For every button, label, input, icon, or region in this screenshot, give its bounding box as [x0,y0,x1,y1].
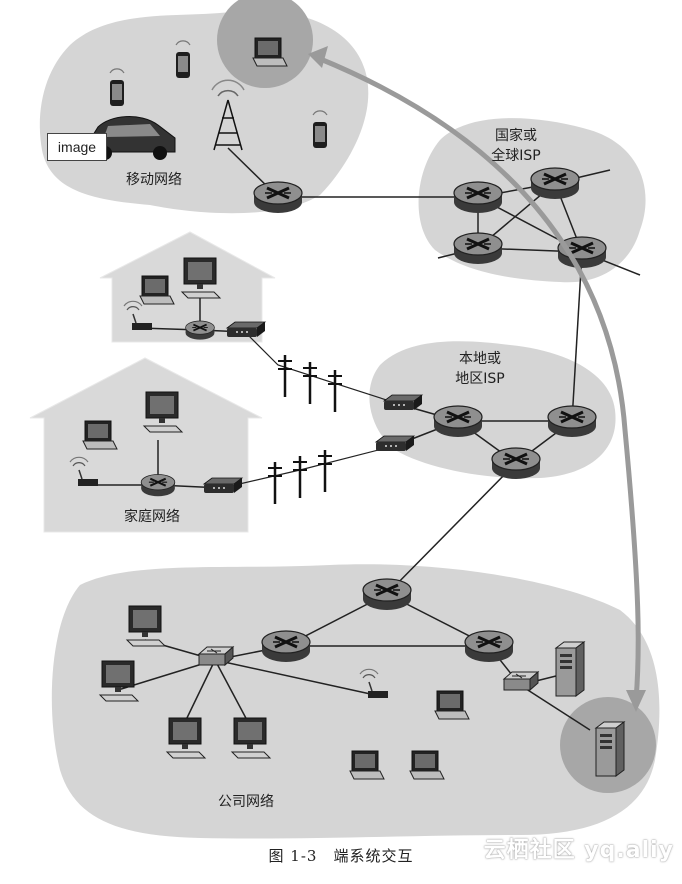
server-icon [555,641,585,697]
router-icon [184,320,216,341]
desktop-icon [143,391,183,433]
utility-pole-icon [276,353,294,399]
modem-icon [203,477,243,494]
local-isp-cloud [369,341,616,479]
enterprise-network-label: 公司网络 [218,794,274,810]
router-icon [361,577,413,612]
switch-icon [198,646,234,666]
modem-icon [375,435,415,452]
watermark: 云栖社区 yq.aliy [483,838,674,863]
utility-pole-icon [266,460,284,506]
router-icon [432,404,484,439]
local-isp-label-line1: 本地或 [459,351,501,367]
desktop-icon [181,257,221,299]
figure-caption: 图 1-3 端系统交互 [268,847,414,865]
modem-icon [383,394,423,411]
mobile-network-cloud [39,10,369,214]
enterprise-network-cloud [51,564,660,839]
server-icon [595,721,625,777]
national-isp-label-line1: 国家或 [495,127,537,144]
utility-pole-icon [316,448,334,494]
desktop-icon [166,717,206,759]
utility-pole-icon [326,368,344,414]
router-icon [452,231,504,266]
utility-pole-icon [291,454,309,500]
router-icon [463,629,515,664]
modem-icon [226,321,266,338]
desktop-icon [99,660,139,702]
house-icon [29,357,263,533]
cell-tower-icon [211,79,245,151]
router-icon [140,473,176,498]
home-network-label: 家庭网络 [124,508,180,525]
national-isp-label-line2: 全球ISP [491,147,540,164]
router-icon [529,166,581,201]
utility-pole-icon [301,360,319,406]
router-icon [556,235,608,270]
mobile-network-label: 移动网络 [126,172,182,188]
house-icon [99,231,276,343]
switch-icon [503,671,539,691]
local-isp-label-line2: 地区ISP [455,371,504,387]
router-icon [452,180,504,215]
router-icon [260,629,312,664]
router-icon [546,404,598,439]
router-icon [490,446,542,481]
desktop-icon [126,605,166,647]
desktop-icon [231,717,271,759]
image-tag: image [47,133,107,161]
router-icon [252,180,304,215]
end-to-end-arrow [308,46,646,712]
